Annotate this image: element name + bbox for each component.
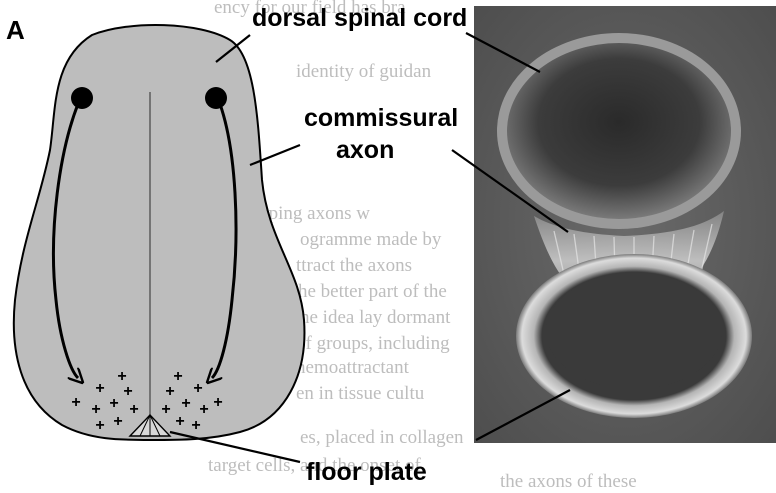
svg-text:+: +	[213, 394, 222, 411]
label-axon: axon	[336, 136, 394, 165]
svg-text:+: +	[113, 413, 122, 430]
label-commissural: commissural	[304, 104, 458, 133]
svg-text:+: +	[161, 401, 170, 418]
svg-text:+: +	[181, 395, 190, 412]
svg-text:+: +	[173, 368, 182, 385]
svg-text:+: +	[199, 401, 208, 418]
leader-line-commissural-micrograph	[452, 150, 568, 232]
svg-text:+: +	[129, 401, 138, 418]
svg-text:+: +	[95, 417, 104, 434]
right-neuron-cell-body	[205, 87, 227, 109]
leader-line-dorsal-micrograph	[466, 33, 540, 72]
label-dorsal-spinal-cord: dorsal spinal cord	[252, 4, 467, 33]
leader-line-floor-micrograph	[476, 390, 570, 440]
svg-text:+: +	[109, 395, 118, 412]
svg-text:+: +	[191, 417, 200, 434]
panel-letter: A	[6, 15, 25, 46]
svg-text:+: +	[193, 380, 202, 397]
svg-text:+: +	[175, 413, 184, 430]
svg-text:+: +	[123, 383, 132, 400]
svg-text:+: +	[91, 401, 100, 418]
svg-text:+: +	[95, 380, 104, 397]
svg-text:+: +	[71, 394, 80, 411]
left-neuron-cell-body	[71, 87, 93, 109]
spinal-cord-outline	[14, 25, 305, 440]
leader-line-floor-schematic	[170, 432, 300, 462]
svg-text:+: +	[165, 383, 174, 400]
label-floor-plate: floor plate	[306, 458, 427, 487]
